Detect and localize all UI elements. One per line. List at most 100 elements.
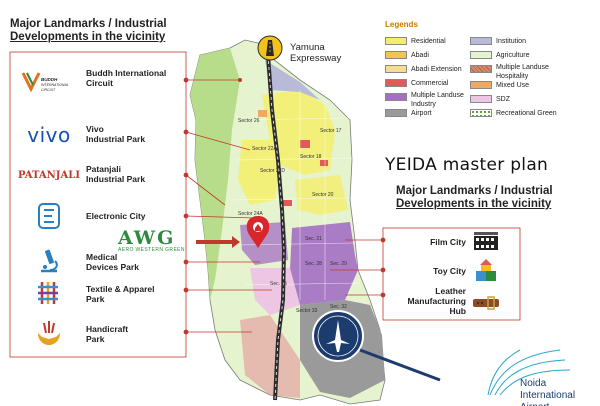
legend-label: Multiple Landuse Hospitality: [496, 64, 549, 80]
landmark-label-line2: Devices Park: [86, 262, 139, 272]
airport-label-line1: Noida: [520, 378, 547, 389]
landmark-label: Handicraft Park: [86, 324, 186, 344]
green-belt: [190, 48, 240, 300]
awg-arrow: [196, 236, 240, 248]
sector-label: Sector 18: [300, 154, 322, 160]
expressway-sign-icon: [257, 35, 283, 61]
sector-label: Sec. 32: [330, 304, 347, 310]
textile-icon: [18, 278, 80, 308]
landmark-label: Patanjali Industrial Park: [86, 164, 186, 184]
sdz-zone: [250, 268, 300, 315]
legend-swatch: [470, 95, 492, 103]
landmark-electronic-city: Electronic City: [18, 201, 188, 231]
landmark-label: Medical Devices Park: [86, 252, 186, 272]
airport-icon: [312, 310, 364, 362]
legend-swatch: [470, 81, 492, 89]
electronic-city-icon: [18, 201, 80, 231]
vivo-logo: vivo: [18, 120, 80, 150]
left-heading-line2: Developments in the vicinity: [10, 31, 166, 43]
commercial-block: [300, 140, 310, 148]
airport-label: Noida International Airport: [520, 378, 600, 406]
commercial-block: [320, 160, 328, 166]
sector-label: Sector 33: [296, 308, 318, 314]
sector-label: Sec. 25: [270, 281, 287, 287]
toy-blocks-icon: [472, 258, 500, 282]
landmark-label-line1: Film City: [430, 237, 466, 247]
sector-label: Sector 24A: [238, 211, 263, 217]
legend-swatch: [385, 93, 407, 101]
landmark-label-line1: Leather: [435, 286, 466, 296]
mixed-use-block: [258, 110, 267, 117]
legend-label: Mixed Use: [496, 82, 530, 89]
sector-label: Sec. 29: [330, 261, 347, 267]
legend-label: Residential: [411, 38, 446, 45]
right-landmarks-frame: [382, 227, 521, 321]
right-heading-line2: Developments in the vicinity: [396, 198, 552, 210]
handicraft-icon: [18, 318, 80, 348]
landmark-patanjali: PATANJALI Patanjali Industrial Park: [18, 160, 188, 190]
landmark-label-line1: Electronic City: [86, 211, 146, 221]
sector-label: Sector 22D: [260, 168, 285, 174]
airport-pointer: [359, 348, 441, 382]
landmark-film-city: Film City: [400, 230, 500, 254]
master-plan-title: YEIDA master plan: [385, 155, 549, 175]
landmark-label: Buddh International Circuit: [86, 68, 186, 88]
landmark-label-line2: Industrial Park: [86, 134, 146, 144]
left-heading-line1: Major Landmarks / Industrial: [10, 18, 167, 30]
legend-label: Commercial: [411, 80, 449, 87]
buddh-circuit-logo: BUDDH INTERNATIONAL CIRCUIT: [18, 66, 80, 96]
landmark-label-line1: Handicraft: [86, 324, 129, 334]
sector-label: Sector 26: [238, 118, 260, 124]
sector-label: Sector 20: [312, 192, 334, 198]
legend-label: SDZ: [496, 96, 510, 103]
landmark-toy-city: Toy City: [400, 258, 500, 282]
landmark-label-line2: Park: [86, 334, 105, 344]
sector-label: Sec. 21: [305, 236, 322, 242]
awg-tagline: AERO WESTERN GREEN: [118, 247, 185, 253]
leather-belt-icon: [472, 291, 500, 315]
legend-swatch: [470, 109, 492, 117]
microscope-icon: [18, 246, 80, 276]
landmark-textile-park: Textile & Apparel Park: [18, 278, 188, 308]
sector-label: Sector 17: [320, 128, 342, 134]
svg-text:BUDDH: BUDDH: [41, 77, 58, 82]
legend-label: Abadi Extension: [411, 66, 462, 73]
location-pin-icon: [246, 216, 270, 248]
legend-swatch: [470, 65, 492, 73]
landmark-handicraft-park: Handicraft Park: [18, 318, 188, 348]
landmark-label: Toy City: [376, 266, 466, 276]
landmark-label: Textile & Apparel Park: [86, 284, 186, 304]
landmark-label-line1: Toy City: [433, 266, 466, 276]
airport-swoosh-icon: [487, 349, 571, 396]
legend-swatch: [385, 65, 407, 73]
landmark-vivo: vivo Vivo Industrial Park: [18, 120, 188, 150]
landmark-label-line1: Textile & Apparel: [86, 284, 155, 294]
sector-grid: [229, 90, 361, 300]
landmark-label: Film City: [376, 237, 466, 247]
landmark-label-line2: Manufacturing: [407, 296, 466, 306]
legend-label: Institution: [496, 38, 526, 45]
legend-label: Airport: [411, 110, 432, 117]
landmark-label-line1: Patanjali: [86, 164, 121, 174]
legend-label: Recreational Green: [496, 110, 557, 117]
landmark-label-line1: Buddh International: [86, 68, 167, 78]
legend-swatch: [470, 37, 492, 45]
road-centerline: [267, 54, 285, 401]
left-connectors: [183, 77, 272, 335]
svg-text:INTERNATIONAL: INTERNATIONAL: [41, 83, 69, 87]
landmark-label-line1: Medical: [86, 252, 118, 262]
expressway-label: Yamuna Expressway: [290, 42, 341, 64]
landmark-leather-hub: Leather Manufacturing Hub: [400, 286, 500, 320]
sector-label: Sector 22A: [252, 146, 277, 152]
mixed-zone-south: [240, 315, 300, 398]
right-connectors: [330, 237, 386, 298]
landmark-label: Vivo Industrial Park: [86, 124, 186, 144]
patanjali-logo: PATANJALI: [18, 160, 80, 190]
legend-swatch: [385, 37, 407, 45]
landmark-label: Electronic City: [86, 211, 186, 221]
legend-swatch: [385, 79, 407, 87]
residential-zone-east: [295, 175, 348, 215]
landmark-label-line3: Hub: [449, 306, 466, 316]
residential-zone-north: [262, 90, 335, 175]
